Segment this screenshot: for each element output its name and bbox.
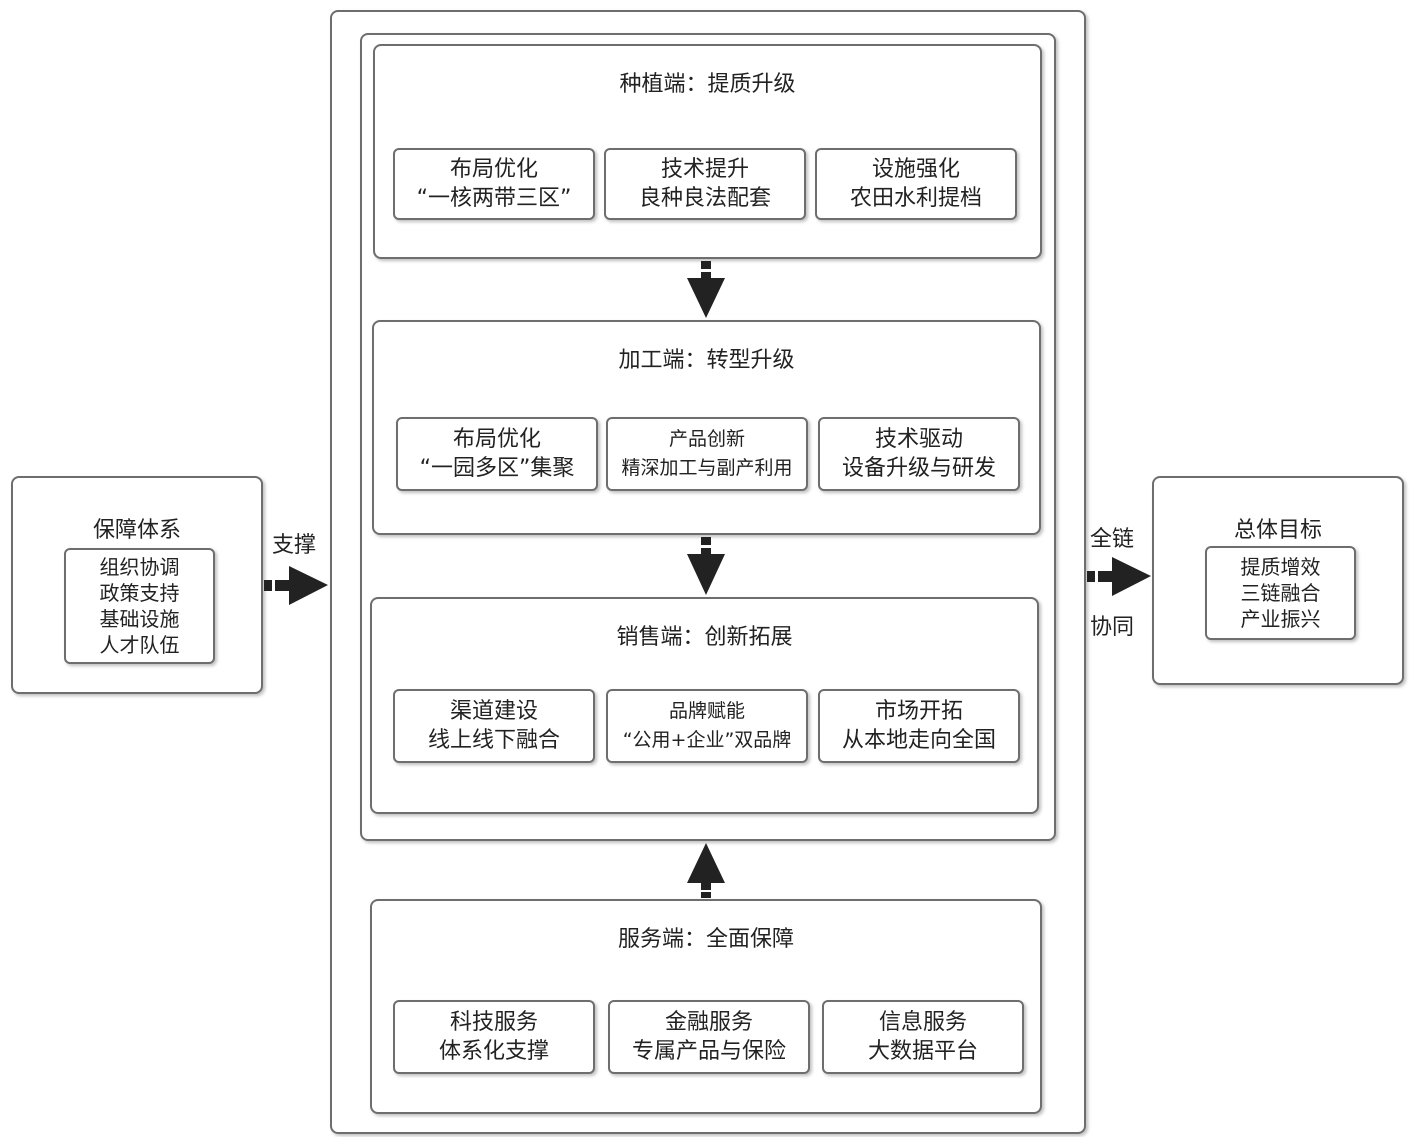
goal-arrow-label-bottom: 协同 [1090, 615, 1135, 640]
support-item: 政策支持 [99, 581, 180, 605]
sales-stage: 销售端：创新拓展 渠道建设 线上线下融合 品牌赋能 “公用+企业”双品牌 市场开… [370, 597, 1039, 814]
goal-item: 提质增效 [1240, 555, 1321, 579]
processing-title: 加工端：转型升级 [618, 348, 795, 373]
planting-item-layout: 布局优化 “一核两带三区” [393, 148, 595, 220]
goal-arrow-label-top: 全链 [1090, 527, 1135, 552]
support-arrow-label: 支撑 [272, 533, 317, 558]
processing-item-tech: 技术驱动 设备升级与研发 [818, 417, 1020, 491]
planting-item-tech: 技术提升 良种良法配套 [604, 148, 806, 220]
service-item-tech: 科技服务 体系化支撑 [393, 1000, 595, 1074]
arrow-service-to-chain [687, 843, 725, 898]
goal-item: 三链融合 [1240, 581, 1321, 605]
support-item: 人才队伍 [99, 633, 180, 657]
support-system: 保障体系 组织协调 政策支持 基础设施 人才队伍 [11, 476, 263, 694]
overall-goal: 总体目标 提质增效 三链融合 产业振兴 [1152, 476, 1404, 685]
arrow-processing-to-sales [687, 537, 725, 595]
support-item: 基础设施 [99, 607, 180, 631]
planting-item-facility: 设施强化 农田水利提档 [815, 148, 1017, 220]
sales-title: 销售端：创新拓展 [616, 625, 793, 650]
service-title: 服务端：全面保障 [617, 927, 794, 952]
arrow-main-to-goal [1087, 557, 1151, 596]
arrow-support-to-main [264, 566, 328, 605]
planting-title: 种植端：提质升级 [619, 72, 796, 97]
processing-item-layout: 布局优化 “一园多区”集聚 [396, 417, 598, 491]
arrow-planting-to-processing [687, 261, 725, 318]
planting-stage: 种植端：提质升级 布局优化 “一核两带三区” 技术提升 良种良法配套 设施强化 … [373, 44, 1042, 259]
goal-list: 提质增效 三链融合 产业振兴 [1205, 546, 1356, 640]
service-stage: 服务端：全面保障 科技服务 体系化支撑 金融服务 专属产品与保险 信息服务 大数… [370, 899, 1042, 1114]
support-item: 组织协调 [99, 555, 180, 579]
sales-item-channel: 渠道建设 线上线下融合 [393, 689, 595, 763]
processing-item-product: 产品创新 精深加工与副产利用 [606, 417, 808, 491]
sales-item-brand: 品牌赋能 “公用+企业”双品牌 [606, 689, 808, 763]
goal-title: 总体目标 [1233, 518, 1322, 543]
service-item-finance: 金融服务 专属产品与保险 [608, 1000, 810, 1074]
goal-item: 产业振兴 [1240, 607, 1321, 631]
processing-stage: 加工端：转型升级 布局优化 “一园多区”集聚 产品创新 精深加工与副产利用 技术… [372, 320, 1041, 535]
service-item-info: 信息服务 大数据平台 [822, 1000, 1024, 1074]
sales-item-market: 市场开拓 从本地走向全国 [818, 689, 1020, 763]
support-list: 组织协调 政策支持 基础设施 人才队伍 [64, 548, 215, 664]
support-title: 保障体系 [92, 518, 181, 543]
